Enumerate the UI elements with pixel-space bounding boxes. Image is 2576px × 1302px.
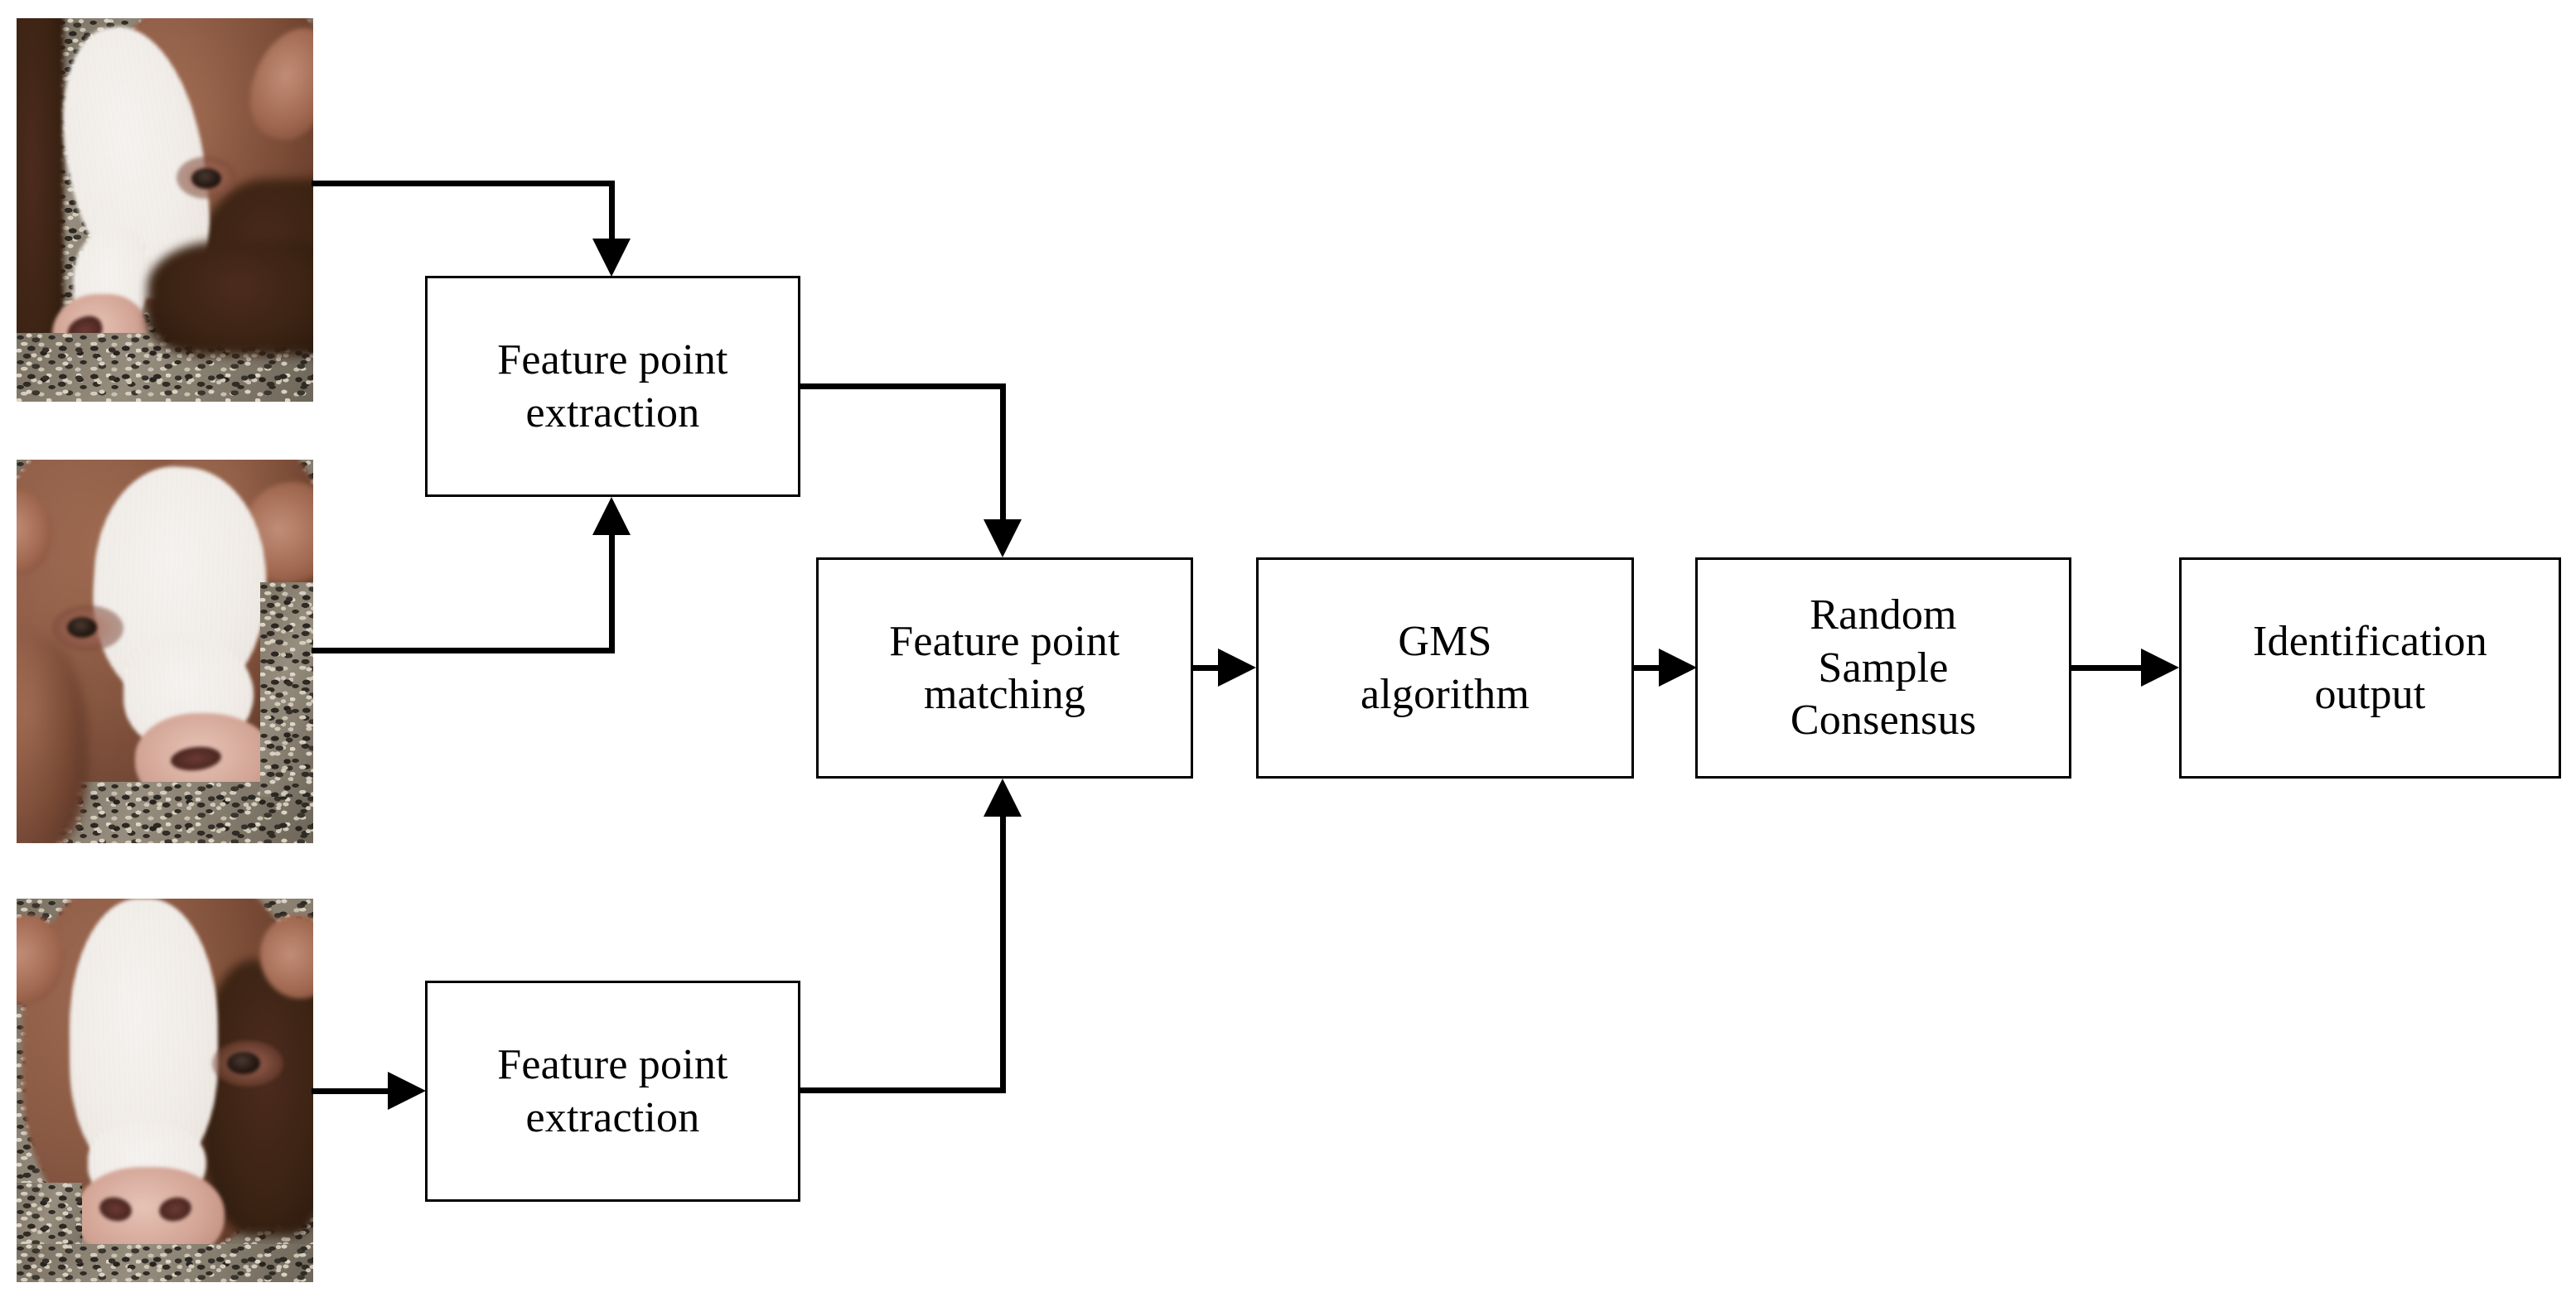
node-label: Identification output bbox=[2253, 618, 2487, 718]
node-identification-output[interactable]: Identification output bbox=[2179, 557, 2561, 779]
arrowhead-into-gms bbox=[1218, 649, 1256, 687]
arrowhead-into-ransac bbox=[1659, 649, 1697, 687]
edge-fpe-top-to-fpm-vertical bbox=[1000, 383, 1006, 521]
node-random-sample-consensus[interactable]: Random Sample Consensus bbox=[1695, 557, 2071, 779]
node-feature-point-extraction-bottom[interactable]: Feature point extraction bbox=[425, 981, 800, 1202]
edge-fpe-bottom-to-fpm-horizontal bbox=[799, 1087, 1006, 1093]
edge-fpe-bottom-to-fpm-vertical bbox=[1000, 817, 1006, 1093]
arrowhead-into-output bbox=[2141, 649, 2179, 687]
body-lower-right bbox=[147, 240, 313, 356]
edge-photo-middle-vertical bbox=[609, 535, 615, 651]
edge-photo-bottom-horizontal bbox=[312, 1088, 391, 1094]
cow-photo-top bbox=[17, 18, 313, 402]
edge-fpe-top-to-fpm-horizontal bbox=[799, 383, 1006, 389]
node-feature-point-extraction-top[interactable]: Feature point extraction bbox=[425, 276, 800, 497]
edge-fpm-to-gms bbox=[1193, 665, 1223, 671]
head-shadow-right bbox=[200, 960, 313, 1237]
edge-photo-top-vertical bbox=[609, 181, 615, 240]
arrowhead-into-fpe-bottom bbox=[388, 1072, 426, 1110]
cow-photo-bottom bbox=[17, 899, 313, 1282]
arrowhead-into-fpm-top bbox=[984, 519, 1022, 557]
arrowhead-into-fpe-top-bottom bbox=[592, 497, 631, 535]
node-label: Feature point extraction bbox=[497, 336, 728, 436]
cow-photo-middle bbox=[17, 460, 313, 843]
node-label: Random Sample Consensus bbox=[1790, 591, 1977, 745]
cow-eye bbox=[191, 167, 222, 189]
node-label: Feature point extraction bbox=[497, 1041, 728, 1141]
node-label: Feature point matching bbox=[889, 618, 1120, 718]
node-feature-point-matching[interactable]: Feature point matching bbox=[816, 557, 1193, 779]
edge-photo-top-horizontal bbox=[312, 181, 615, 186]
node-label: GMS algorithm bbox=[1360, 618, 1530, 718]
edge-photo-middle-horizontal bbox=[312, 648, 615, 653]
ground-bottom bbox=[17, 1243, 313, 1282]
edge-ransac-to-output bbox=[2071, 665, 2146, 671]
cow-eye bbox=[227, 1052, 260, 1075]
node-gms-algorithm[interactable]: GMS algorithm bbox=[1256, 557, 1634, 779]
cow-eye bbox=[66, 616, 97, 638]
arrowhead-into-fpe-top bbox=[592, 239, 631, 277]
ground-right bbox=[259, 582, 313, 798]
arrowhead-into-fpm-bottom bbox=[984, 779, 1022, 817]
edge-gms-to-ransac bbox=[1634, 665, 1664, 671]
